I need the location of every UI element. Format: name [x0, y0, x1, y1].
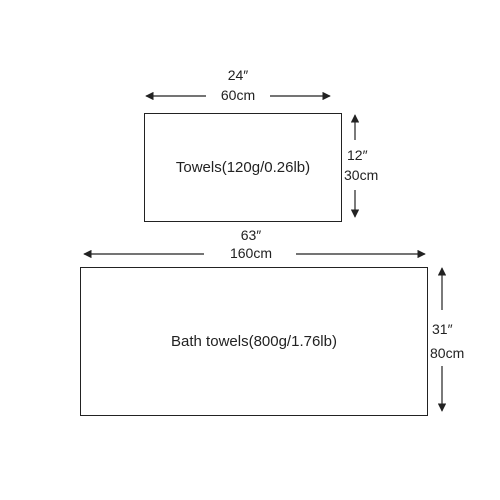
towel-width-cm: 60cm: [220, 87, 256, 103]
towel-height-inches: 12″: [347, 147, 368, 163]
bath-towel-width-cm: 160cm: [229, 245, 273, 261]
towel-rectangle: Towels(120g/0.26lb): [144, 113, 342, 222]
bath-towel-height-cm: 80cm: [430, 345, 465, 361]
towel-height-cm: 30cm: [344, 167, 379, 183]
bath-towel-height-inches: 31″: [432, 321, 453, 337]
towel-width-inches: 24″: [227, 67, 249, 83]
bath-towel-label: Bath towels(800g/1.76lb): [171, 333, 337, 350]
bath-towel-rectangle: Bath towels(800g/1.76lb): [80, 267, 428, 416]
towel-label: Towels(120g/0.26lb): [175, 159, 311, 176]
bath-towel-width-inches: 63″: [240, 227, 262, 243]
